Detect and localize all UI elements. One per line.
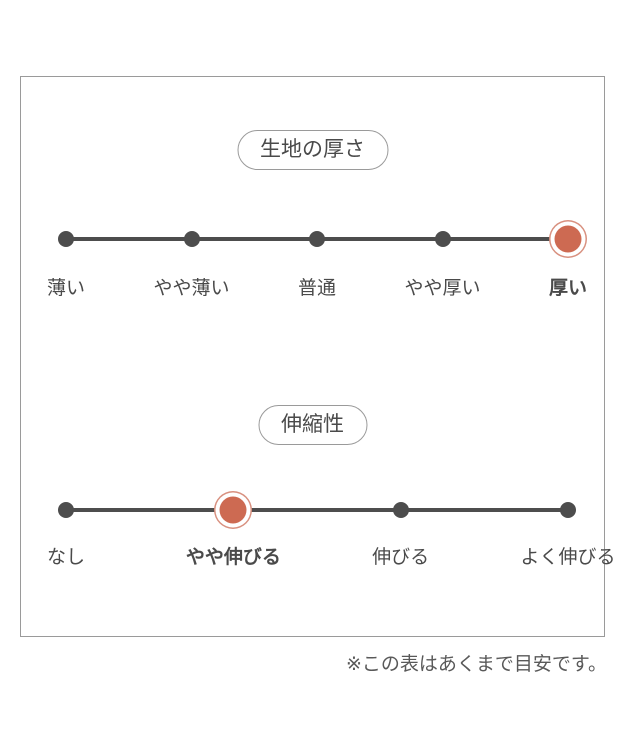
stretch-scale-line — [66, 508, 568, 512]
scale-dot — [58, 231, 74, 247]
stretch-scale-labels: なし やや伸びる 伸びる よく伸びる — [47, 546, 616, 570]
scale-dot — [392, 502, 409, 518]
scale-label: 伸びる — [372, 547, 430, 568]
scale-label: やや薄い — [153, 278, 230, 299]
scale-dot — [183, 231, 200, 247]
scale-label: やや厚い — [404, 278, 481, 299]
scale-dot — [58, 502, 74, 518]
disclaimer-note: ※この表はあくまで目安です。 — [345, 654, 607, 675]
stretch-section-title: 伸縮性 — [258, 405, 367, 445]
scale-dot — [434, 231, 451, 247]
scale-label: 薄い — [46, 278, 86, 299]
scale-label: 普通 — [297, 278, 337, 299]
selected-scale-dot — [219, 496, 247, 524]
scale-label: なし — [46, 547, 86, 568]
selected-scale-label: 厚い — [548, 278, 588, 299]
attribute-chart-frame: 生地の厚さ 薄い やや薄い 普通 やや厚い 厚い 伸縮性 なし やや伸びる 伸び… — [20, 76, 616, 637]
selected-scale-label: やや伸びる — [185, 547, 281, 568]
selected-scale-dot — [554, 225, 582, 253]
scale-label: よく伸びる — [520, 547, 616, 568]
thickness-section-title: 生地の厚さ — [237, 130, 388, 170]
thickness-scale-labels: 薄い やや薄い 普通 やや厚い 厚い — [47, 277, 587, 301]
scale-dot — [560, 502, 576, 518]
scale-dot — [309, 231, 325, 247]
